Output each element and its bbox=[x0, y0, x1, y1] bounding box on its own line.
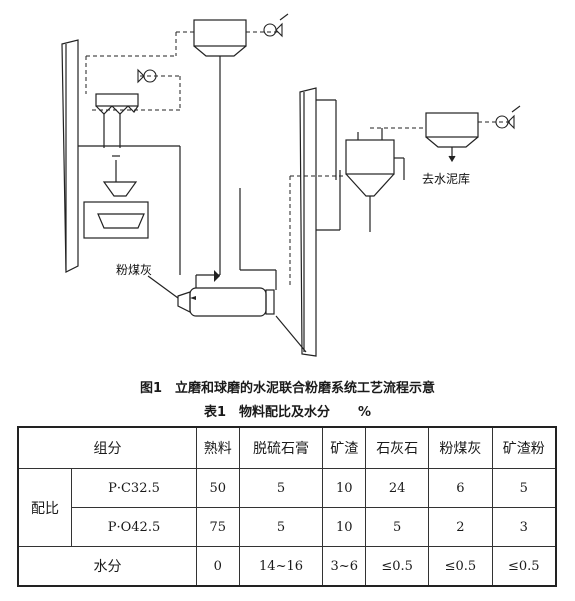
group-header: 组分 bbox=[17, 426, 197, 469]
fan-icon bbox=[137, 68, 157, 84]
col-header: 熟料 bbox=[195, 426, 240, 469]
table-cell: 5 bbox=[365, 507, 430, 547]
top-dust-collector bbox=[193, 19, 247, 47]
table-cell: 5 bbox=[238, 468, 324, 508]
to-cement-silo-label: 去水泥库 bbox=[422, 171, 470, 186]
table-cell: 14~16 bbox=[238, 546, 324, 587]
table-unit: % bbox=[358, 405, 372, 420]
material-ratio-table: 组分 熟料 脱硫石膏 矿渣 石灰石 粉煤灰 矿渣粉 配比 P·C32.5 50 … bbox=[17, 426, 557, 587]
col-header: 粉煤灰 bbox=[428, 426, 493, 469]
fan-icon bbox=[495, 105, 521, 130]
table-caption-block: 表1 物料配比及水分% bbox=[0, 401, 575, 420]
grade-cell: P·O42.5 bbox=[71, 507, 197, 547]
cyclone-separator bbox=[345, 139, 395, 175]
table-cell: 5 bbox=[238, 507, 324, 547]
col-header: 矿渣 bbox=[322, 426, 367, 469]
col-header: 石灰石 bbox=[365, 426, 430, 469]
table-caption: 表1 物料配比及水分 bbox=[203, 405, 330, 420]
flyash-label: 粉煤灰 bbox=[116, 263, 152, 277]
fan-icon bbox=[263, 13, 289, 38]
grade-cell: P·C32.5 bbox=[71, 468, 197, 508]
process-flow-diagram: 粉煤灰 去水泥库 bbox=[61, 13, 521, 357]
right-bucket-elevator bbox=[299, 87, 317, 357]
table-cell: 24 bbox=[365, 468, 430, 508]
moisture-label: 水分 bbox=[17, 546, 197, 587]
table-cell: 6 bbox=[428, 468, 493, 508]
table-cell: ≤0.5 bbox=[365, 546, 430, 587]
table-cell: ≤0.5 bbox=[428, 546, 493, 587]
table-cell: 3 bbox=[491, 507, 557, 547]
col-header: 矿渣粉 bbox=[491, 426, 557, 469]
ratio-label: 配比 bbox=[17, 468, 72, 547]
table-cell: 0 bbox=[195, 546, 240, 587]
table-cell: 50 bbox=[195, 468, 240, 508]
right-dust-collector bbox=[425, 112, 479, 138]
table-cell: 75 bbox=[195, 507, 240, 547]
table-cell: 3~6 bbox=[322, 546, 367, 587]
col-header: 脱硫石膏 bbox=[238, 426, 324, 469]
ball-mill bbox=[189, 287, 267, 317]
vertical-mill bbox=[83, 201, 149, 239]
table-cell: 5 bbox=[491, 468, 557, 508]
figure-caption: 图1 立磨和球磨的水泥联合粉磨系统工艺流程示意 bbox=[139, 381, 436, 396]
classifier-group bbox=[95, 93, 139, 107]
table-cell: ≤0.5 bbox=[491, 546, 557, 587]
table-cell: 10 bbox=[322, 507, 367, 547]
table-cell: 2 bbox=[428, 507, 493, 547]
table-cell: 10 bbox=[322, 468, 367, 508]
left-bucket-elevator bbox=[61, 39, 79, 273]
